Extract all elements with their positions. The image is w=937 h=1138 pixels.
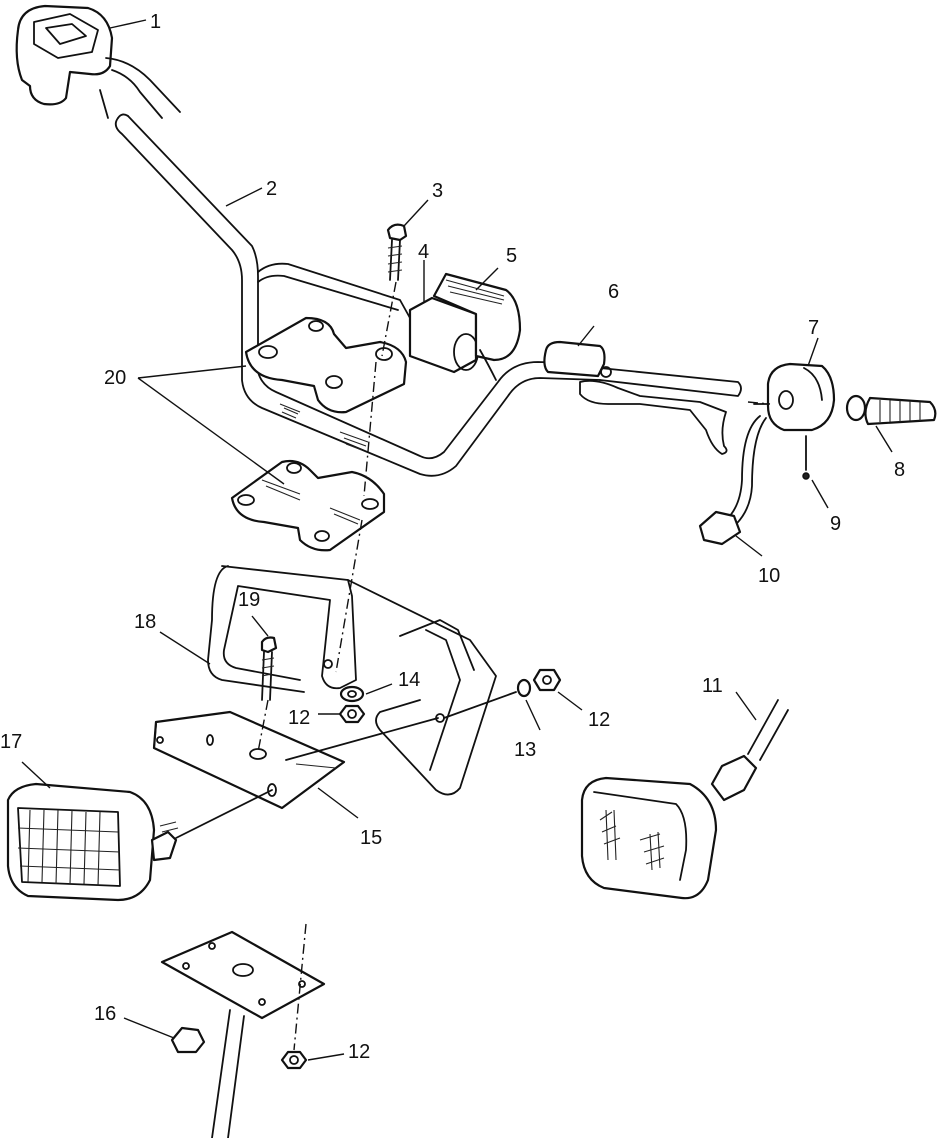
callout-12-bottom: 12 (348, 1041, 370, 1063)
callout-15: 15 (360, 827, 382, 849)
part-5-pad-cover (432, 272, 522, 381)
part-8-grip (845, 394, 937, 426)
callout-18: 18 (134, 611, 156, 633)
callout-6: 6 (608, 281, 619, 303)
callout-12-center: 12 (288, 707, 310, 729)
callout-labels: 1 2 3 4 5 6 7 8 9 10 11 12 12 12 13 14 1… (0, 11, 905, 1063)
leader-lines (21, 19, 893, 1061)
part-12-nut-bottom (280, 1050, 308, 1070)
part-14-washer (339, 685, 365, 703)
callout-9: 9 (830, 513, 841, 535)
part-3-bolt (386, 223, 408, 281)
callout-12-right: 12 (588, 709, 610, 731)
part-7-switch-housing (753, 362, 836, 432)
part-19-bolt (260, 636, 278, 701)
part-6-brake-lever (543, 340, 728, 455)
part-4-pad (408, 296, 479, 374)
callout-2: 2 (266, 178, 277, 200)
callout-16: 16 (94, 1003, 116, 1025)
callout-8: 8 (894, 459, 905, 481)
callout-14: 14 (398, 669, 420, 691)
callout-17: 17 (0, 731, 22, 753)
part-18-bracket-frame (207, 565, 497, 796)
callout-4: 4 (418, 241, 429, 263)
callout-7: 7 (808, 317, 819, 339)
part-20-upper-clamp (244, 316, 408, 414)
lower-mounting-plate (160, 930, 326, 1138)
part-17-headlight-left (6, 782, 179, 902)
part-1-control-housing (15, 4, 181, 119)
callout-19: 19 (238, 589, 260, 611)
callout-13: 13 (514, 739, 536, 761)
callout-20: 20 (104, 367, 126, 389)
callout-11: 11 (702, 675, 723, 697)
part-9-screw (802, 435, 810, 480)
part-12-nut-center (338, 704, 366, 724)
part-2-handlebar (114, 113, 742, 477)
callout-1: 1 (150, 11, 161, 33)
callout-10: 10 (758, 565, 780, 587)
part-20-lower-clamp (230, 459, 386, 552)
part-15-mounting-plate (152, 710, 346, 810)
callout-3: 3 (432, 180, 443, 202)
callout-5: 5 (506, 245, 517, 267)
part-11-headlight-right (580, 699, 789, 900)
part-12-nut-right (532, 668, 562, 692)
part-10-cable (698, 415, 767, 546)
part-16-connector (170, 1026, 206, 1054)
part-13-washer-right (516, 678, 532, 698)
centerlines (175, 281, 771, 1051)
